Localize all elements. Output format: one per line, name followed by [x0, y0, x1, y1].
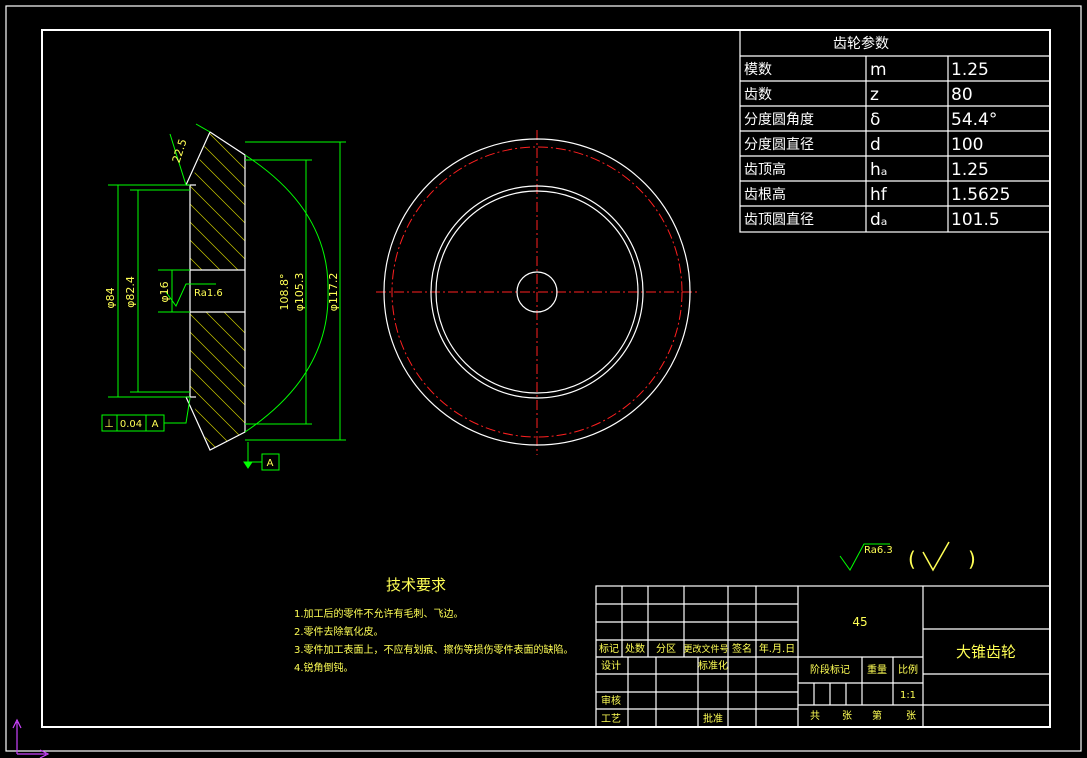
param-value: 100	[951, 135, 983, 155]
hatch-lower	[190, 312, 245, 450]
param-symbol: δ	[870, 110, 880, 130]
gear-front-view	[376, 130, 700, 455]
tb-header: 年.月.日	[759, 642, 795, 655]
dim-ra: Ra1.6	[194, 288, 223, 299]
title-block: 标记 处数 分区 更改文件号 签名 年.月.日 设计 标准化 审核 工艺 批准 …	[595, 585, 1051, 728]
tolerance-frame: ⊥ 0.04 A	[101, 414, 165, 432]
outer-circle	[383, 138, 691, 446]
param-name: 模数	[744, 62, 772, 78]
tb-total: 共	[810, 710, 820, 722]
dim-d108: 108.8°	[278, 274, 291, 311]
tb-design: 设计	[601, 659, 621, 672]
hatch-upper	[190, 132, 245, 270]
tech-title: 技术要求	[386, 576, 446, 594]
surface-finish-note: Ra6.3 ( )	[839, 541, 976, 572]
tb-sheet: 张	[842, 710, 852, 722]
tb-header: 签名	[732, 642, 752, 655]
tb-header: 更改文件号	[683, 643, 728, 655]
paren-open: (	[908, 547, 916, 571]
tech-item: 4.锐角倒钝。	[294, 661, 354, 674]
datum-box	[261, 453, 280, 471]
param-symbol: m	[870, 60, 887, 80]
dim-d16: φ16	[158, 281, 171, 302]
tb-part-name: 大锥齿轮	[956, 643, 1016, 661]
ucs-icon	[12, 718, 50, 758]
tb-review: 审核	[601, 694, 621, 707]
param-symbol: dₐ	[870, 210, 887, 230]
param-symbol: d	[870, 135, 881, 155]
paren-close: )	[968, 547, 976, 571]
tb-process: 工艺	[601, 713, 621, 725]
tolerance-datum: A	[152, 419, 159, 430]
check-mark-icon	[922, 541, 950, 572]
param-value: 80	[951, 85, 973, 105]
surface-ra: Ra6.3	[864, 545, 893, 556]
param-name: 齿数	[744, 87, 772, 103]
param-name: 齿顶高	[744, 161, 786, 178]
parameter-table: 齿轮参数 模数 m 1.25 齿数 z 80 分度圆角度 δ 54.4° 分度圆…	[739, 29, 1051, 233]
param-value: 1.25	[951, 60, 989, 80]
tb-weight: 重量	[867, 663, 887, 676]
param-value: 1.25	[951, 160, 989, 180]
param-value: 101.5	[951, 210, 1000, 230]
param-symbol: z	[870, 85, 879, 105]
dim-d82-4: φ82.4	[124, 276, 137, 308]
gear-section-view: φ84 φ82.4 φ16 Ra1.6 108.8° φ105.3 φ117.2…	[101, 123, 346, 471]
section-outline	[185, 131, 246, 451]
dimension-lines	[108, 123, 346, 469]
param-name: 齿顶圆直径	[744, 211, 814, 228]
pitch-circle	[391, 146, 683, 438]
tb-scale: 比例	[898, 663, 918, 676]
param-value: 1.5625	[951, 185, 1010, 205]
param-name: 分度圆直径	[744, 136, 814, 153]
tb-page: 第	[872, 709, 882, 722]
param-name: 齿根高	[744, 186, 786, 203]
param-table-title: 齿轮参数	[833, 35, 889, 52]
tech-item: 2.零件去除氧化皮。	[294, 625, 384, 638]
cone-arc	[244, 154, 329, 433]
tolerance-value: 0.04	[120, 419, 142, 430]
inner-circle-2	[435, 190, 639, 394]
tech-item: 1.加工后的零件不允许有毛刺、飞边。	[294, 607, 464, 620]
bore-circle	[516, 271, 558, 313]
param-symbol: hf	[870, 185, 888, 205]
param-symbol: hₐ	[870, 160, 887, 180]
inner-frame	[41, 29, 1051, 728]
tb-sheet: 张	[906, 710, 916, 722]
tb-material: 45	[852, 615, 867, 629]
param-name: 分度圆角度	[744, 112, 814, 128]
tech-requirements: 技术要求 1.加工后的零件不允许有毛刺、飞边。 2.零件去除氧化皮。 3.零件加…	[294, 576, 574, 674]
tech-item: 3.零件加工表面上，不应有划痕、擦伤等损伤零件表面的缺陷。	[294, 643, 574, 656]
dim-d117-2: φ117.2	[327, 273, 340, 312]
tb-approve: 批准	[703, 712, 723, 725]
dim-d105-3: φ105.3	[293, 273, 306, 312]
tb-standardize: 标准化	[698, 659, 728, 672]
datum-label: A	[267, 458, 274, 469]
param-value: 54.4°	[951, 110, 997, 130]
tb-header: 标记	[599, 643, 619, 655]
outer-frame	[5, 5, 1082, 752]
tb-scale-value: 1:1	[900, 690, 916, 701]
tb-header: 处数	[625, 642, 645, 655]
tb-stage-mark: 阶段标记	[810, 663, 850, 676]
inner-circle-1	[430, 185, 644, 399]
dim-d84: φ84	[104, 287, 117, 308]
perpendicularity-symbol: ⊥	[104, 417, 114, 430]
tb-header: 分区	[656, 643, 676, 655]
